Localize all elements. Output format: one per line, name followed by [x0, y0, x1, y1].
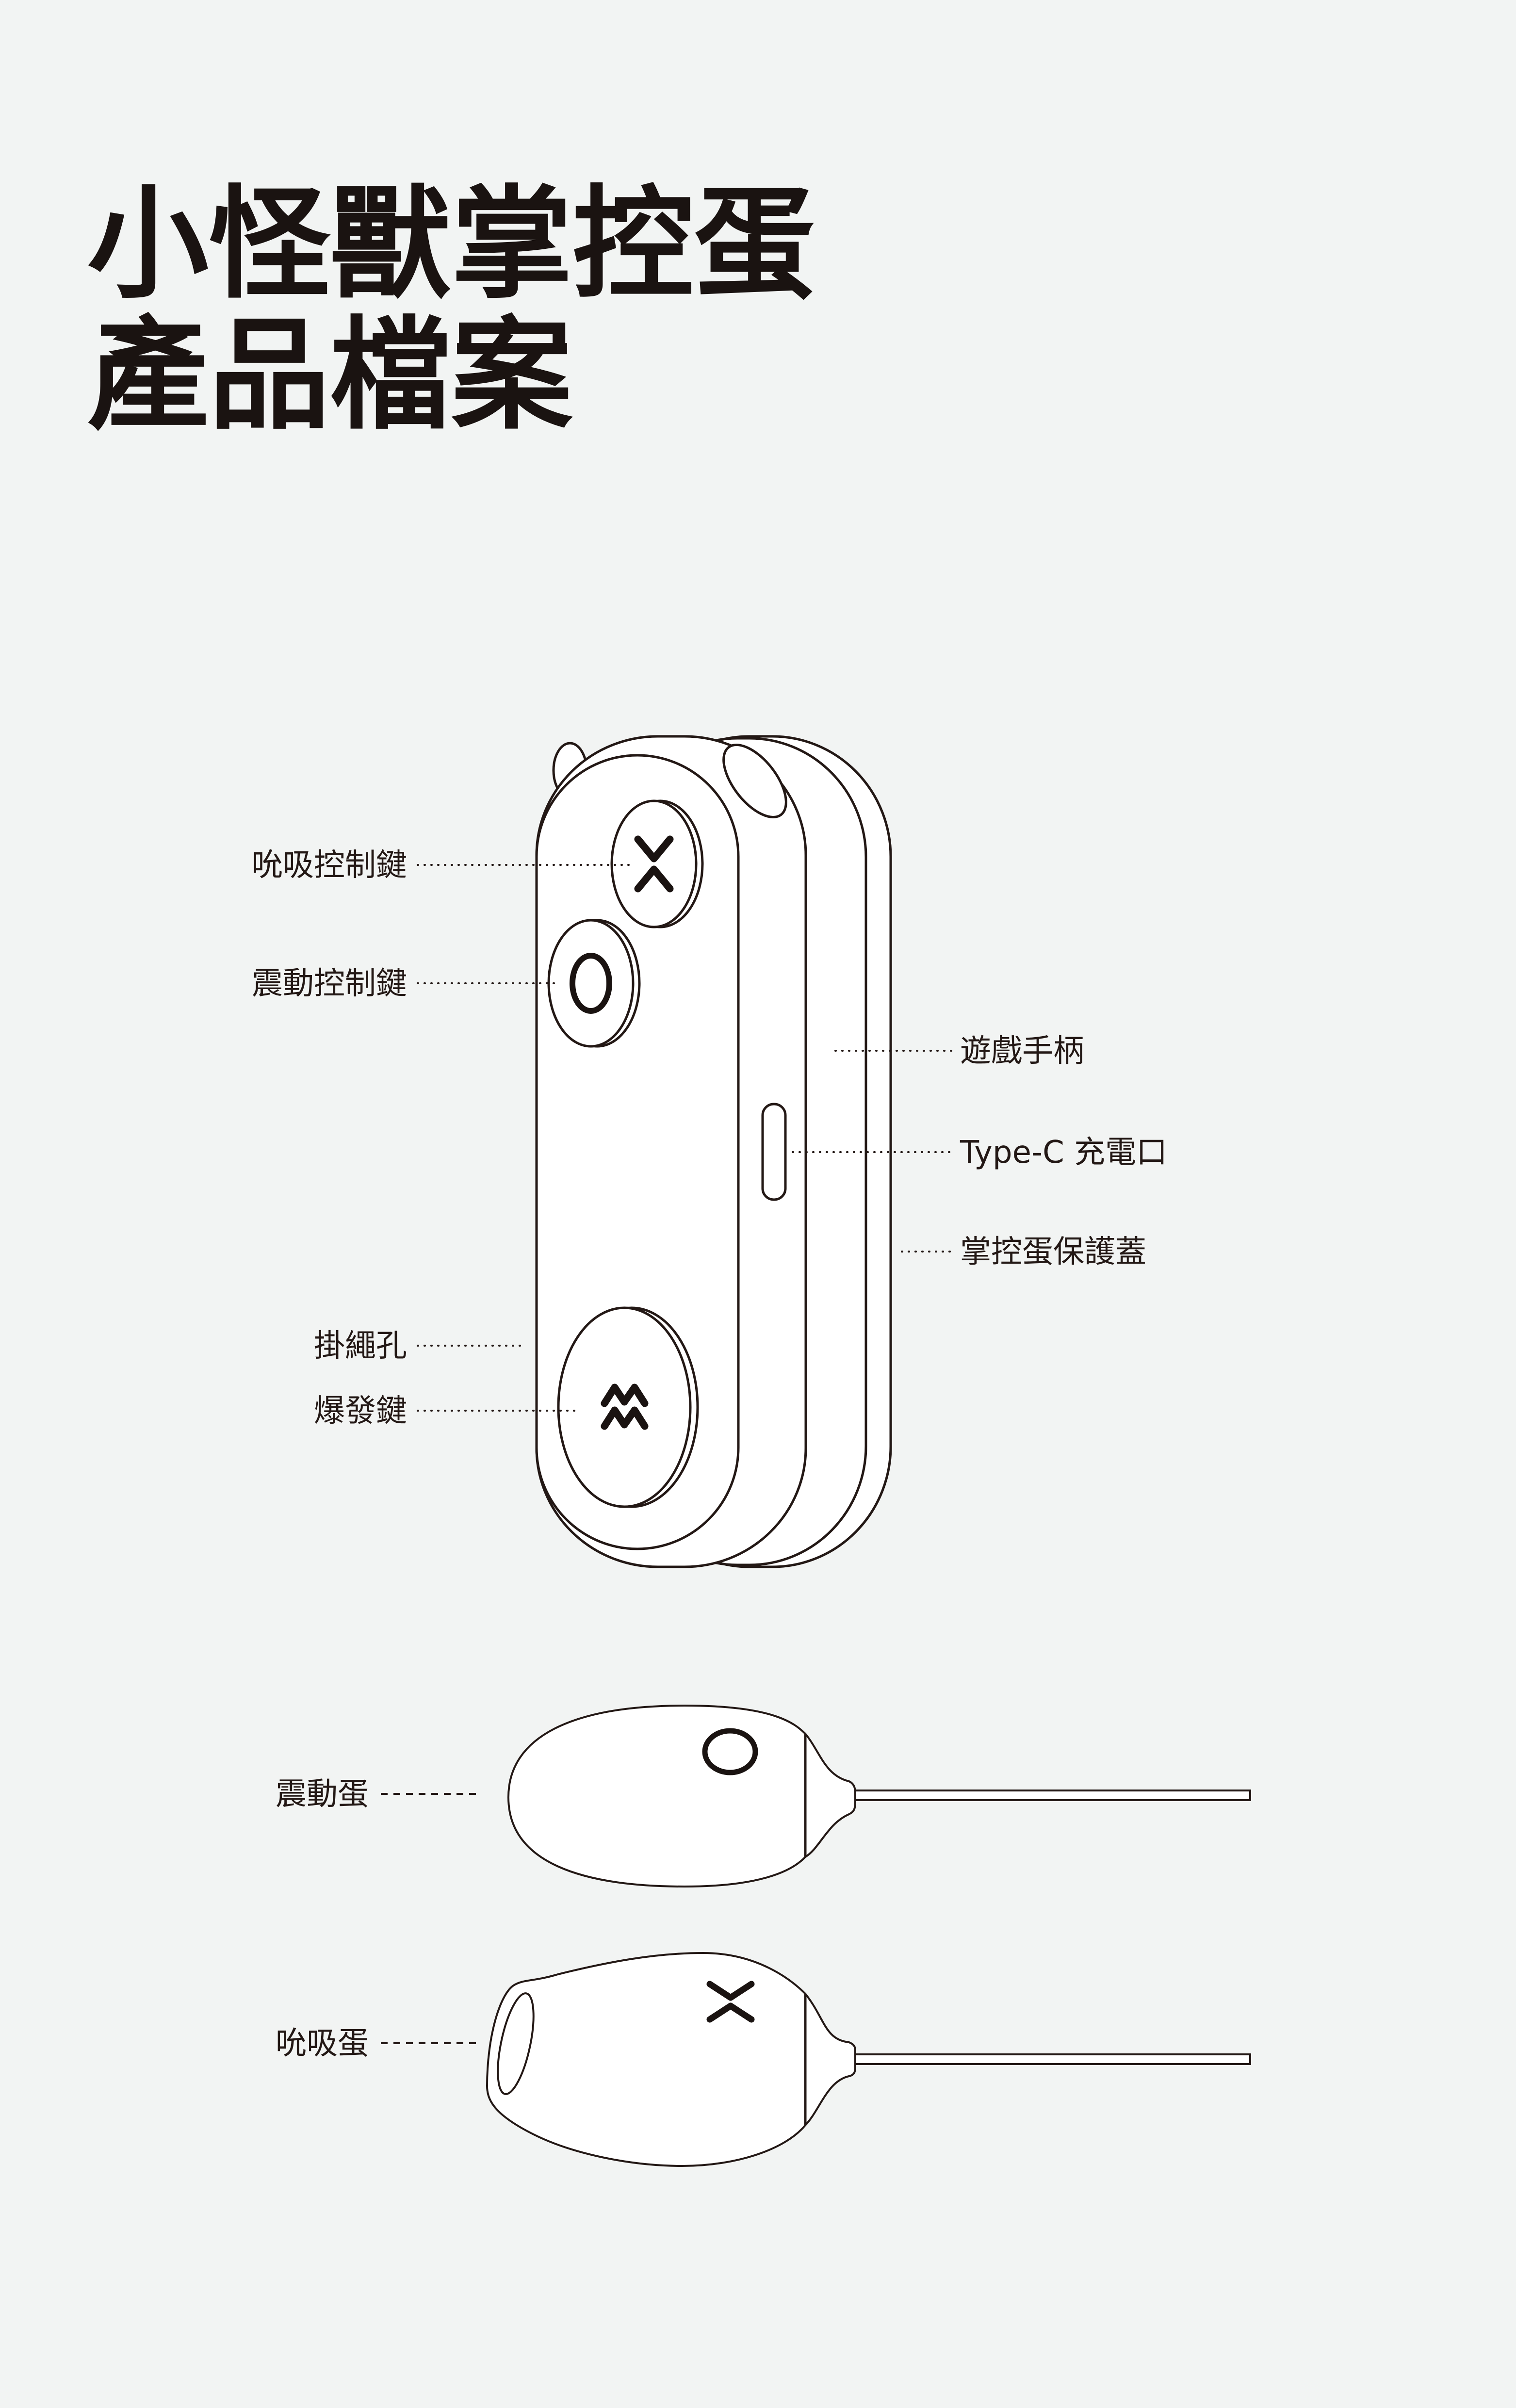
burst-waves-icon	[601, 1383, 649, 1430]
suction-egg	[486, 1952, 1251, 2167]
type-c-port	[761, 1103, 787, 1201]
suction-egg-cord	[853, 2053, 1251, 2065]
suction-control-button[interactable]	[610, 799, 704, 928]
label-type-c-port: Type-C 充電口	[960, 1135, 1167, 1171]
vibration-circle-icon	[570, 953, 612, 1014]
vibration-egg	[507, 1704, 1251, 1888]
label-vibration-egg: 震動蛋	[276, 1776, 369, 1812]
vibration-egg-cord	[853, 1790, 1251, 1801]
vibration-circle-icon	[702, 1728, 758, 1775]
title-line-1: 小怪獸掌控蛋	[87, 174, 815, 315]
right-ear	[722, 744, 787, 818]
label-suction-control-key: 吮吸控制鍵	[252, 847, 407, 883]
vibration-control-button[interactable]	[547, 919, 641, 1048]
label-burst-key: 爆發鍵	[314, 1393, 407, 1429]
title-line-2: 產品檔案	[87, 305, 573, 446]
label-lanyard-hole: 掛繩孔	[314, 1328, 407, 1364]
burst-button[interactable]	[557, 1306, 699, 1508]
label-game-handle: 遊戲手柄	[960, 1033, 1084, 1069]
label-protective-cover: 掌控蛋保護蓋	[960, 1234, 1146, 1270]
label-suction-egg: 吮吸蛋	[276, 2026, 369, 2062]
suction-chevrons-icon	[634, 835, 674, 893]
suction-chevrons-icon	[706, 1981, 755, 2023]
label-vibration-control-key: 震動控制鍵	[252, 966, 407, 1002]
suction-opening	[497, 1992, 535, 2095]
controller-device	[535, 735, 892, 1568]
